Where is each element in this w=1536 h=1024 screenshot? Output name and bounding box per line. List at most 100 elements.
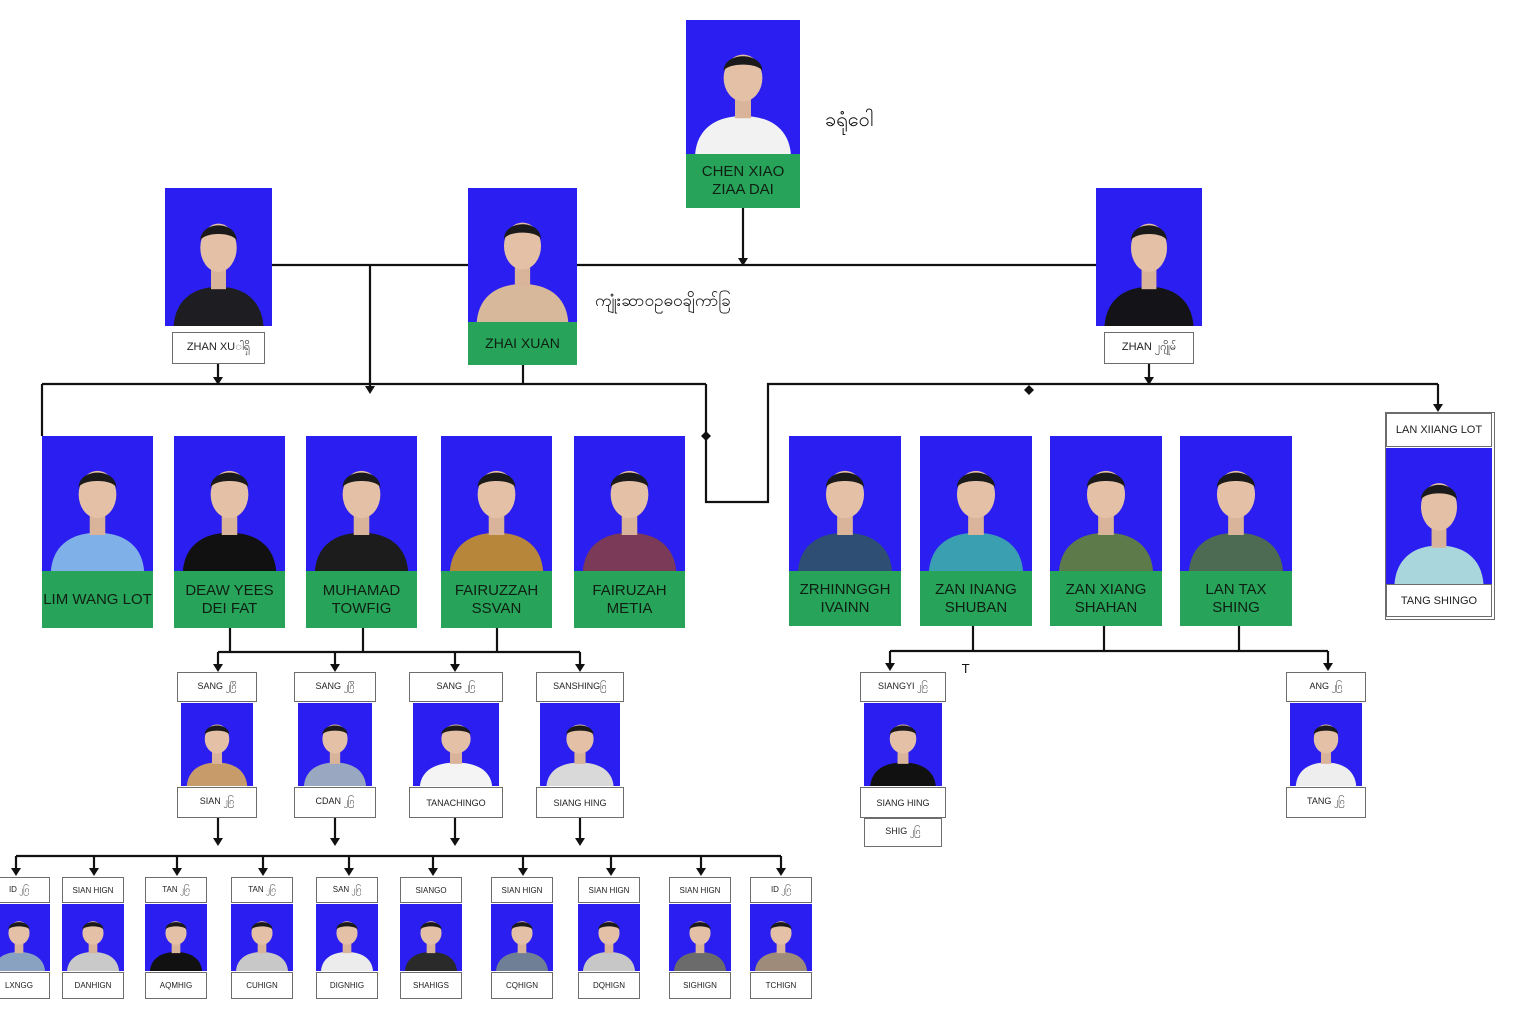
arrowhead xyxy=(344,868,354,876)
zhan-2-label: ZHAN ၂ဂျိုမ် xyxy=(1104,332,1194,364)
lan-top-label: LAN XIIANG LOT xyxy=(1386,413,1492,447)
row4-photo-9 xyxy=(669,904,731,971)
arrowhead xyxy=(11,868,21,876)
arrowhead xyxy=(575,838,585,846)
middle-note: ကျုံးဆာ၀ဥဓ၀ချိကာ်ခြ xyxy=(595,291,731,311)
left-group-name-5: FAIRUZAH METIA xyxy=(574,571,685,628)
row3-photo-6 xyxy=(1290,703,1362,786)
arrowhead xyxy=(172,868,182,876)
row4-photo-1 xyxy=(0,904,50,971)
junction-marker xyxy=(1024,385,1034,395)
row3-top-label-5: SIANGYI ၂ဂြ xyxy=(860,672,946,702)
row4-bottom-label-5: DIGNHIG xyxy=(316,972,378,999)
right-group-bar xyxy=(704,382,1438,504)
row4-bottom-label-10: TCHIGN xyxy=(750,972,812,999)
arrowhead xyxy=(365,386,375,394)
row4-bottom-label-7: CQHIGN xyxy=(491,972,553,999)
arrowhead xyxy=(330,664,340,672)
left-group-name-1: LIM WANG LOT xyxy=(42,571,153,628)
row4-top-label-3: TAN ၂ဂြ xyxy=(145,877,207,903)
row4-top-label-5: SAN ၂ဂြ xyxy=(316,877,378,903)
right-group-name-2: ZAN INANG SHUBAN xyxy=(920,571,1032,626)
lan-arrow xyxy=(1433,404,1443,412)
row3-top-label-4: SANSHINGဂြ xyxy=(536,672,624,702)
arrowhead xyxy=(213,838,223,846)
row3-photo-5 xyxy=(864,703,942,786)
zhan-1-photo xyxy=(165,188,272,326)
row4-top-label-2: SIAN HIGN xyxy=(62,877,124,903)
row3-photo-1 xyxy=(181,703,253,786)
row4-photo-4 xyxy=(231,904,293,971)
row3-photo-2 xyxy=(298,703,372,786)
row4-photo-7 xyxy=(491,904,553,971)
zhai-xuan-name: ZHAI XUAN xyxy=(468,322,577,365)
right-group-photo-4 xyxy=(1180,436,1292,571)
arrowhead xyxy=(696,868,706,876)
row3-extra-label: SHIG ၂ဂြ xyxy=(864,818,942,847)
left-group-photo-1 xyxy=(42,436,153,571)
arrowhead xyxy=(575,664,585,672)
right-group-name-1: ZRHINNGGH IVAINN xyxy=(789,571,901,626)
left-group-photo-2 xyxy=(174,436,285,571)
row4-bottom-label-1: LXNGG xyxy=(0,972,50,999)
stray-mark: T xyxy=(962,662,970,676)
row4-bottom-label-4: CUHIGN xyxy=(231,972,293,999)
left-group-photo-4 xyxy=(441,436,552,571)
row4-photo-3 xyxy=(145,904,207,971)
left-group-photo-3 xyxy=(306,436,417,571)
row4-bottom-label-6: SHAHIGS xyxy=(400,972,462,999)
row4-photo-8 xyxy=(578,904,640,971)
right-group-photo-1 xyxy=(789,436,901,571)
arrowhead xyxy=(213,664,223,672)
row4-top-label-9: SIAN HIGN xyxy=(669,877,731,903)
arrowhead xyxy=(606,868,616,876)
row4-top-label-10: ID ၂ဂြ xyxy=(750,877,812,903)
arrowhead xyxy=(213,377,223,385)
right-group-name-4: LAN TAX SHING xyxy=(1180,571,1292,626)
row4-bottom-label-8: DQHIGN xyxy=(578,972,640,999)
arrowhead xyxy=(450,838,460,846)
arrowhead xyxy=(258,868,268,876)
arrowhead xyxy=(1323,663,1333,671)
row3-top-label-2: SANG ၂ဂြိ xyxy=(294,672,376,702)
row3-top-label-1: SANG ၂ဂြိ xyxy=(177,672,257,702)
row3-bottom-label-1: SIAN ၂ဂြ xyxy=(177,787,257,818)
zhai-xuan-photo xyxy=(468,188,577,322)
zhan-1-label: ZHAN XUါရှိ xyxy=(172,332,265,364)
row4-bottom-label-3: AQMHIG xyxy=(145,972,207,999)
row3-bottom-label-6: TANG ၂ဂြ xyxy=(1286,787,1366,818)
left-group-photo-5 xyxy=(574,436,685,571)
arrowhead xyxy=(518,868,528,876)
right-group-photo-2 xyxy=(920,436,1032,571)
row3-bottom-label-5: SIANG HING xyxy=(860,787,946,818)
leader-arrow xyxy=(738,258,748,266)
junction-marker xyxy=(701,431,711,441)
row4-bottom-label-2: DANHIGN xyxy=(62,972,124,999)
arrowhead xyxy=(89,868,99,876)
leader-name: CHEN XIAO ZIAA DAI xyxy=(686,154,800,208)
row4-top-label-6: SIANGO xyxy=(400,877,462,903)
row4-top-label-4: TAN ၂ဂြ xyxy=(231,877,293,903)
row3-photo-4 xyxy=(540,703,620,786)
row3-top-label-3: SANG ၂ဂြ xyxy=(409,672,503,702)
arrowhead xyxy=(885,663,895,671)
lan-bottom-label: TANG SHINGO xyxy=(1386,584,1492,617)
row4-photo-10 xyxy=(750,904,812,971)
left-group-name-2: DEAW YEES DEI FAT xyxy=(174,571,285,628)
row4-bottom-label-9: SIGHIGN xyxy=(669,972,731,999)
arrowhead xyxy=(450,664,460,672)
row3-bottom-label-3: TANACHINGO xyxy=(409,787,503,818)
row3-top-label-6: ANG ၂ဂြ xyxy=(1286,672,1366,702)
zhan-2-photo xyxy=(1096,188,1202,326)
row4-photo-2 xyxy=(62,904,124,971)
arrowhead xyxy=(776,868,786,876)
arrowhead xyxy=(330,838,340,846)
row3-bottom-label-2: CDAN ၂ဂြ xyxy=(294,787,376,818)
row3-photo-3 xyxy=(413,703,499,786)
right-group-name-3: ZAN XIANG SHAHAN xyxy=(1050,571,1162,626)
leader-note: ခရုံဝေါ xyxy=(825,107,874,131)
arrowhead xyxy=(428,868,438,876)
leader-photo xyxy=(686,20,800,154)
